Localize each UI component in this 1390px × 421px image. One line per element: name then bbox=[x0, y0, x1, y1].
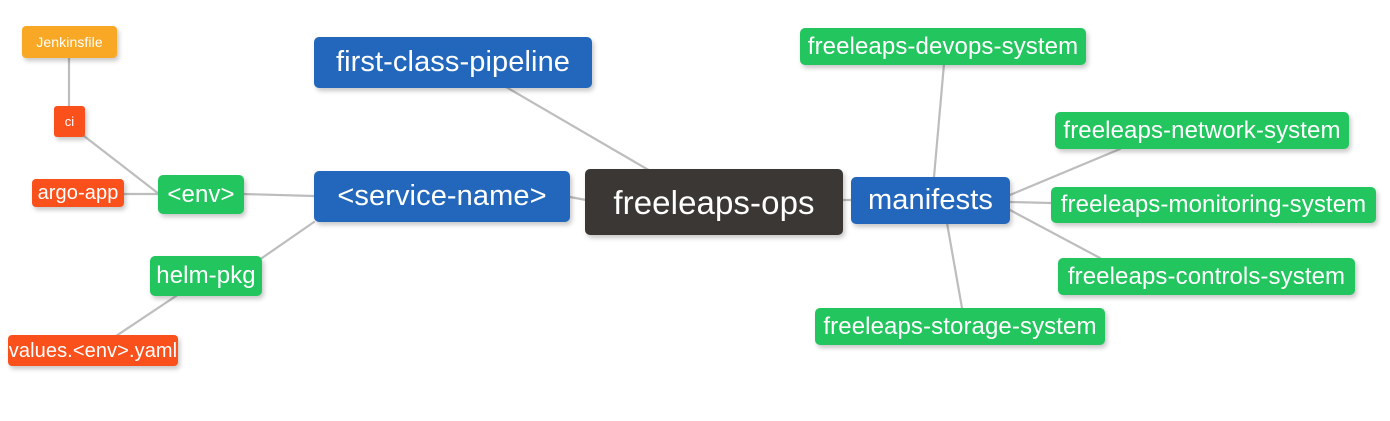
node-label: freeleaps-network-system bbox=[1063, 116, 1341, 144]
node-label: freeleaps-ops bbox=[613, 183, 815, 221]
node-label: freeleaps-monitoring-system bbox=[1060, 191, 1367, 218]
node-freeleaps-controls-system[interactable]: freeleaps-controls-system bbox=[1058, 258, 1355, 295]
node-freeleaps-storage-system[interactable]: freeleaps-storage-system bbox=[815, 308, 1105, 345]
node-freeleaps-devops-system[interactable]: freeleaps-devops-system bbox=[800, 28, 1086, 65]
edge-first_class-to-root bbox=[504, 85, 654, 174]
node-ci[interactable]: ci bbox=[54, 106, 85, 137]
node-label: argo-app bbox=[37, 182, 119, 204]
node-env[interactable]: <env> bbox=[158, 175, 244, 214]
edge-env-to-service_name bbox=[241, 192, 316, 198]
node-jenkinsfile[interactable]: Jenkinsfile bbox=[22, 26, 117, 58]
node-helm-pkg[interactable]: helm-pkg bbox=[150, 256, 262, 296]
edge-manifests-to-devops_system bbox=[932, 62, 946, 179]
node-freeleaps-monitoring-system[interactable]: freeleaps-monitoring-system bbox=[1051, 187, 1376, 223]
node-label: Jenkinsfile bbox=[36, 34, 103, 50]
node-label: first-class-pipeline bbox=[335, 46, 571, 78]
node-label: <service-name> bbox=[337, 180, 547, 212]
edge-service_name-to-helm_pkg bbox=[260, 220, 316, 260]
edge-service_name-to-root bbox=[568, 195, 588, 202]
edge-helm_pkg-to-values_yaml bbox=[114, 294, 178, 338]
node-label: freeleaps-storage-system bbox=[823, 312, 1097, 340]
node-values-yaml[interactable]: values.<env>.yaml bbox=[8, 335, 178, 366]
node-manifests[interactable]: manifests bbox=[851, 177, 1010, 224]
node-label: manifests bbox=[868, 184, 993, 216]
node-label: ci bbox=[64, 114, 75, 129]
node-first-class-pipeline[interactable]: first-class-pipeline bbox=[314, 37, 592, 88]
node-argo-app[interactable]: argo-app bbox=[32, 179, 124, 207]
node-freeleaps-ops-root[interactable]: freeleaps-ops bbox=[585, 169, 843, 235]
node-label: freeleaps-devops-system bbox=[807, 32, 1079, 60]
edge-manifests-to-storage_system bbox=[945, 221, 964, 310]
node-label: helm-pkg bbox=[156, 262, 256, 289]
edge-manifests-to-monitoring_system bbox=[1008, 200, 1053, 205]
node-label: values.<env>.yaml bbox=[8, 339, 178, 362]
node-label: <env> bbox=[167, 180, 235, 208]
node-service-name[interactable]: <service-name> bbox=[314, 171, 570, 222]
node-freeleaps-network-system[interactable]: freeleaps-network-system bbox=[1055, 112, 1349, 149]
node-label: freeleaps-controls-system bbox=[1067, 262, 1346, 290]
